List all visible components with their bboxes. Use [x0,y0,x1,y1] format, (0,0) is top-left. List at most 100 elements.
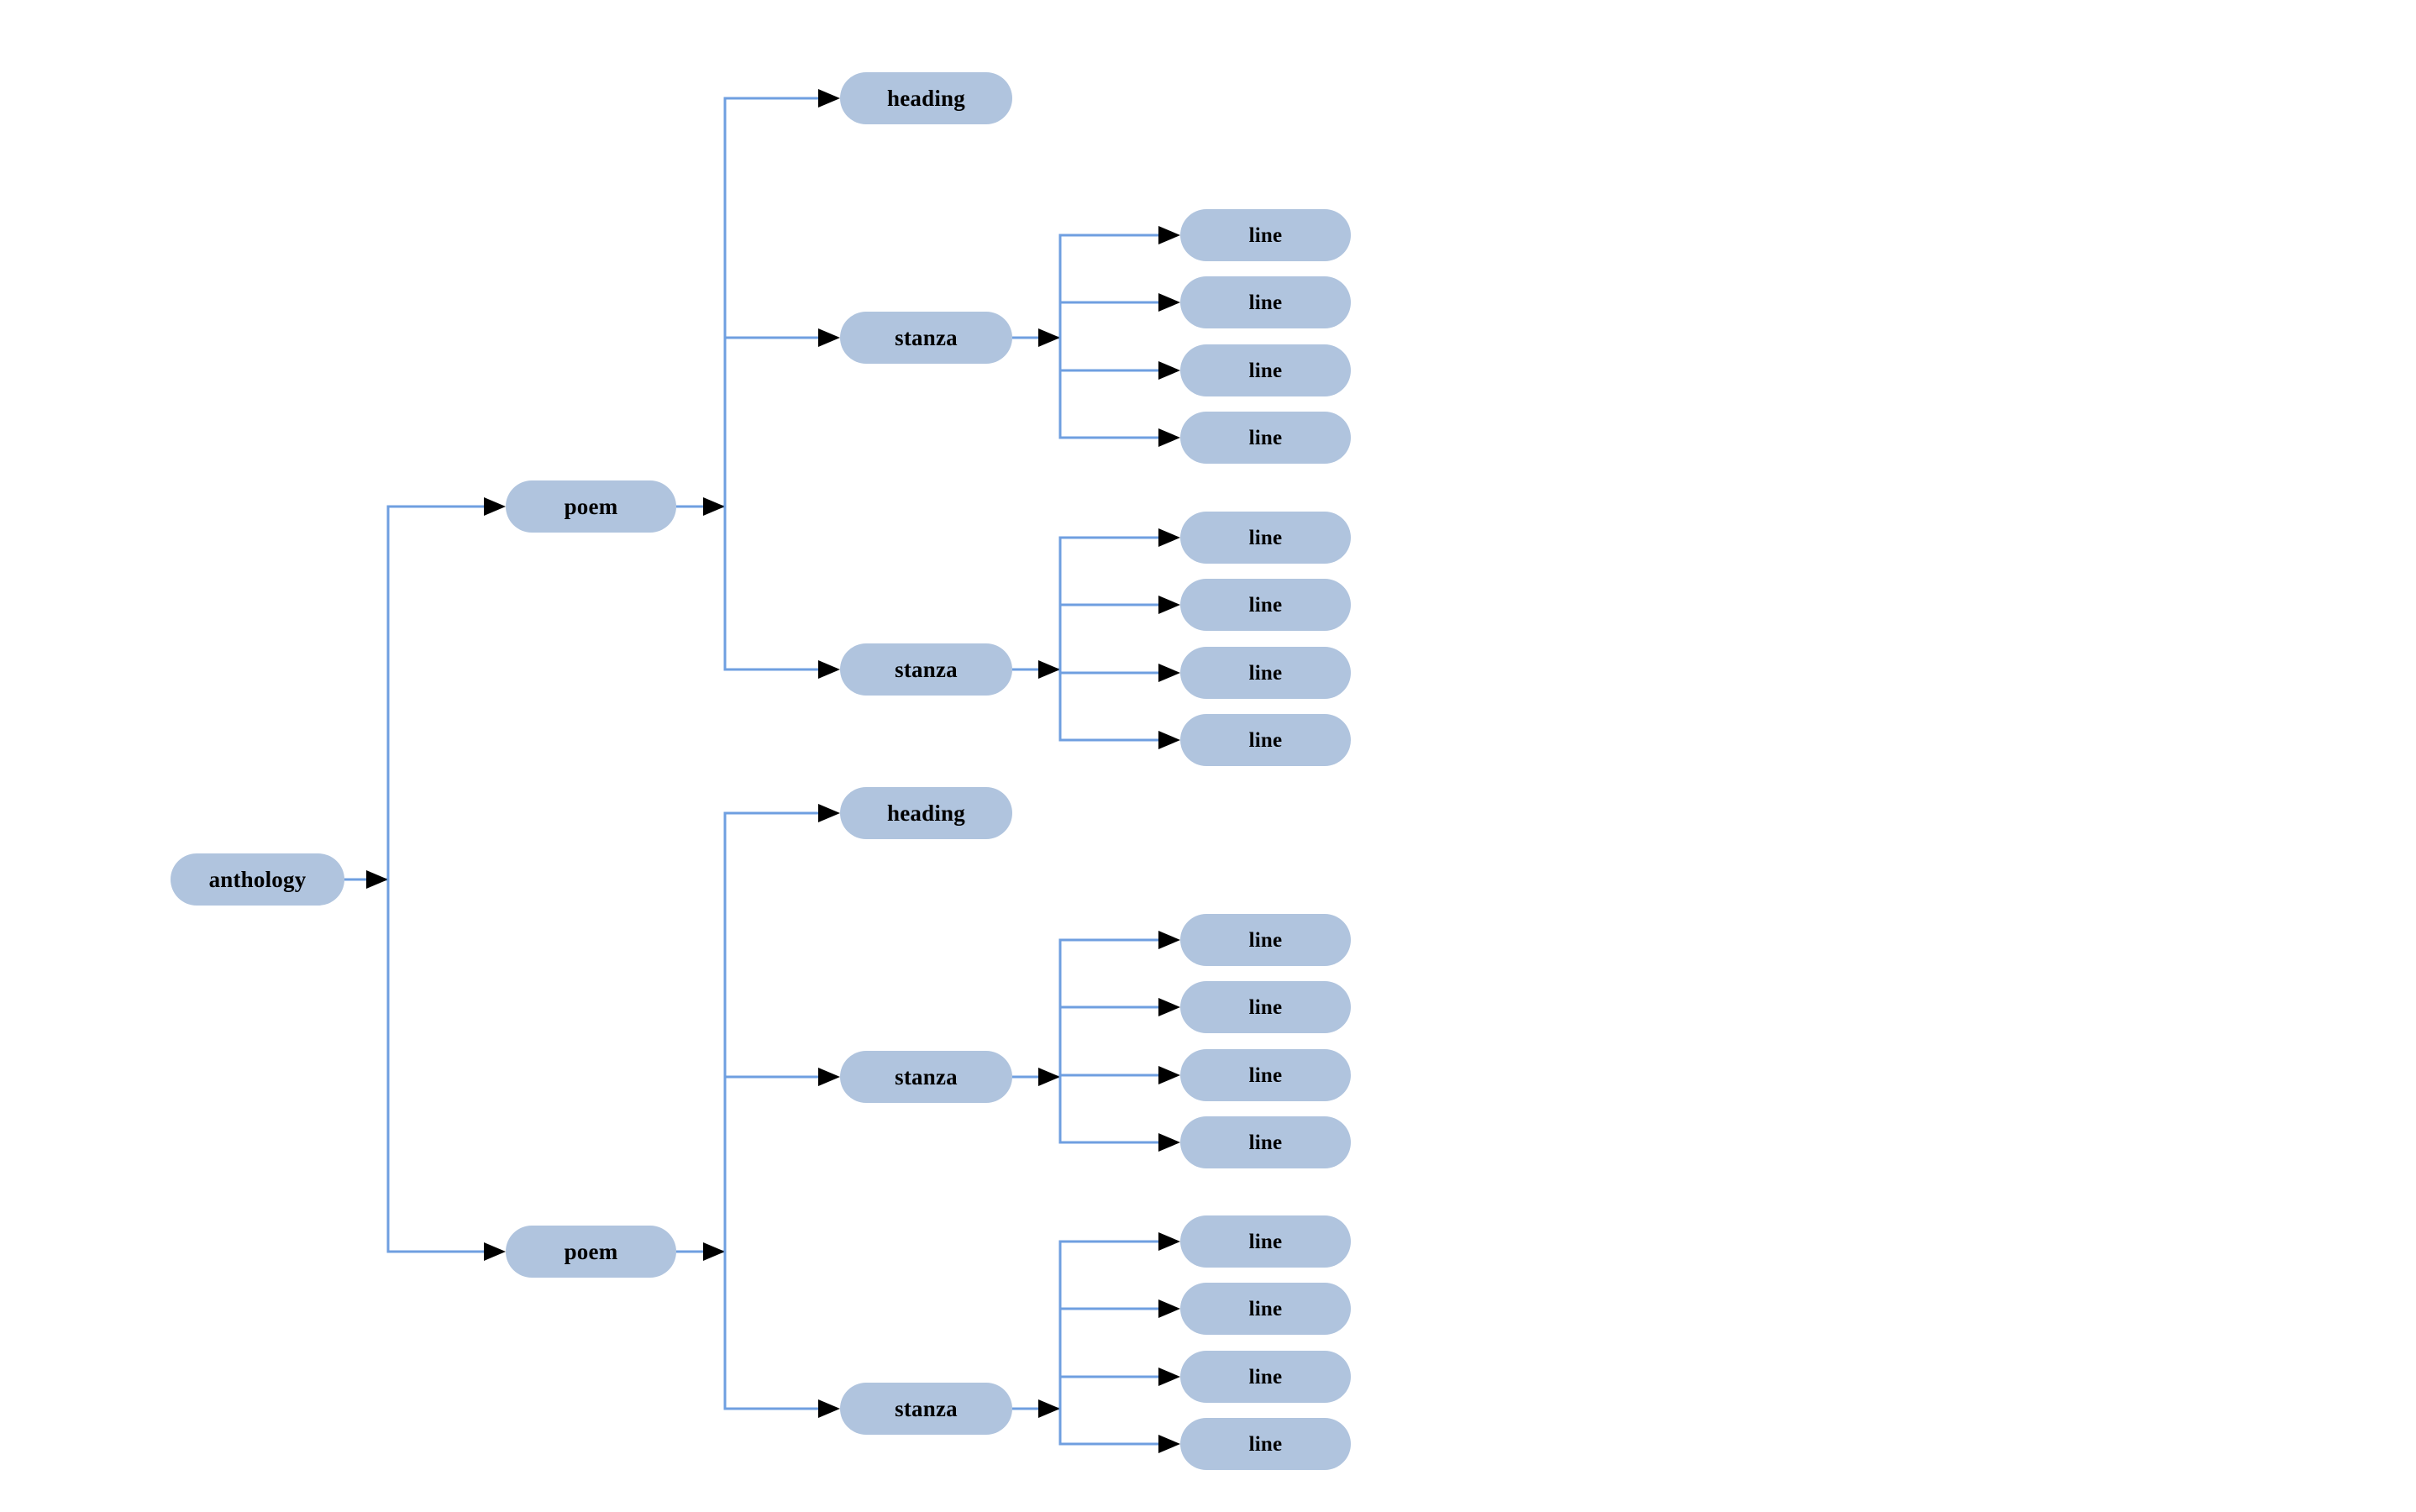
node-line-2-1-4[interactable]: line [1180,1116,1351,1168]
arrow-head-icon [484,497,506,516]
node-label: poem [564,493,618,519]
arrow-head-icon [484,1242,506,1261]
arrow-head-icon [818,1399,840,1418]
node-label: stanza [895,656,958,682]
node-line-1-1-4[interactable]: line [1180,412,1351,464]
node-stanza-2-2[interactable]: stanza [840,1383,1012,1435]
arrow-head-icon [1038,1399,1060,1418]
node-label: line [1248,1230,1283,1253]
edge-stanza-2-1-to-line-2-1-2 [1058,1005,1158,1077]
node-line-1-1-2[interactable]: line [1180,276,1351,328]
node-line-1-1-1[interactable]: line [1180,209,1351,261]
node-line-2-2-1[interactable]: line [1180,1215,1351,1268]
arrow-head-icon [1158,664,1180,682]
arrow-head-icon [1158,1435,1180,1453]
arrow-head-icon [1158,361,1180,380]
node-label: line [1248,291,1283,314]
arrow-head-icon [1158,731,1180,749]
node-line-2-2-4[interactable]: line [1180,1418,1351,1470]
edge-stanza-1-1-to-line-1-1-1 [1058,234,1158,338]
arrow-head-icon [1158,428,1180,447]
edge-poem-1-to-stanza-1-2 [723,507,818,671]
arrow-head-icon [1158,293,1180,312]
node-label: stanza [895,324,958,350]
node-line-2-2-3[interactable]: line [1180,1351,1351,1403]
node-label: anthology [208,866,307,892]
node-label: line [1248,1365,1283,1389]
edge-poem-1-to-stanza-1-1 [723,336,818,507]
arrow-head-icon [1158,931,1180,949]
node-line-2-1-1[interactable]: line [1180,914,1351,966]
node-label: heading [887,800,965,826]
edge-stanza-1-2-to-line-1-2-3 [1058,669,1158,675]
arrow-head-icon [1158,1368,1180,1386]
node-anthology[interactable]: anthology [171,853,344,906]
node-poem-2[interactable]: poem [506,1226,676,1278]
edge-stanza-2-1-to-line-2-1-3 [1058,1074,1158,1077]
node-stanza-1-1[interactable]: stanza [840,312,1012,364]
arrow-head-icon [818,660,840,679]
arrow-head-icon [1158,1133,1180,1152]
edge-stanza-1-2-to-line-1-2-4 [1058,669,1158,742]
arrow-head-icon [818,1068,840,1086]
node-line-1-1-3[interactable]: line [1180,344,1351,396]
arrow-head-icon [1158,1299,1180,1318]
node-line-1-2-2[interactable]: line [1180,579,1351,631]
node-label: line [1248,728,1283,752]
node-label: line [1248,661,1283,685]
arrow-head-icon [1038,1068,1060,1086]
node-line-2-1-3[interactable]: line [1180,1049,1351,1101]
edge-stanza-2-2-to-line-2-2-4 [1058,1409,1158,1446]
node-label: line [1248,1131,1283,1154]
node-poem-1[interactable]: poem [506,480,676,533]
edge-stanza-1-1-to-line-1-1-2 [1058,301,1158,338]
node-label: line [1248,426,1283,449]
node-label: line [1248,223,1283,247]
edge-poem-2-to-heading-2 [723,811,818,1252]
edge-stanza-2-2-to-line-2-2-1 [1058,1240,1158,1409]
arrow-head-icon [818,89,840,108]
node-label: heading [887,85,965,111]
arrow-head-icon [1158,1066,1180,1084]
arrow-head-icon [1158,1232,1180,1251]
arrow-head-icon [366,870,388,889]
node-line-1-2-3[interactable]: line [1180,647,1351,699]
node-stanza-2-1[interactable]: stanza [840,1051,1012,1103]
node-line-1-2-1[interactable]: line [1180,512,1351,564]
node-label: line [1248,526,1283,549]
arrow-head-icon [1158,226,1180,244]
edge-poem-2-to-stanza-2-1 [723,1075,818,1252]
edge-stanza-1-1-to-line-1-1-3 [1058,338,1158,372]
edge-poem-1-to-heading-1 [723,97,818,507]
node-label: stanza [895,1063,958,1089]
node-heading-1[interactable]: heading [840,72,1012,124]
edge-anthology-to-poem-1 [386,505,484,879]
edge-stanza-2-2-to-line-2-2-3 [1058,1375,1158,1409]
arrow-head-icon [1158,528,1180,547]
edge-poem-2-to-stanza-2-2 [723,1252,818,1410]
node-heading-2[interactable]: heading [840,787,1012,839]
node-label: line [1248,1297,1283,1320]
node-label: line [1248,359,1283,382]
arrow-head-icon [1038,660,1060,679]
arrow-head-icon [703,1242,725,1261]
node-label: poem [564,1238,618,1264]
edge-stanza-2-1-to-line-2-1-4 [1058,1077,1158,1144]
arrow-head-icon [1158,596,1180,614]
node-line-2-2-2[interactable]: line [1180,1283,1351,1335]
edge-stanza-1-2-to-line-1-2-2 [1058,603,1158,669]
arrow-head-icon [818,328,840,347]
node-label: line [1248,928,1283,952]
edge-anthology-to-poem-2 [386,879,484,1253]
node-label: line [1248,995,1283,1019]
node-label: line [1248,593,1283,617]
node-label: line [1248,1432,1283,1456]
node-line-1-2-4[interactable]: line [1180,714,1351,766]
arrow-head-icon [818,804,840,822]
edge-stanza-1-1-to-line-1-1-4 [1058,338,1158,439]
node-line-2-1-2[interactable]: line [1180,981,1351,1033]
arrow-head-icon [1158,998,1180,1016]
node-stanza-1-2[interactable]: stanza [840,643,1012,696]
